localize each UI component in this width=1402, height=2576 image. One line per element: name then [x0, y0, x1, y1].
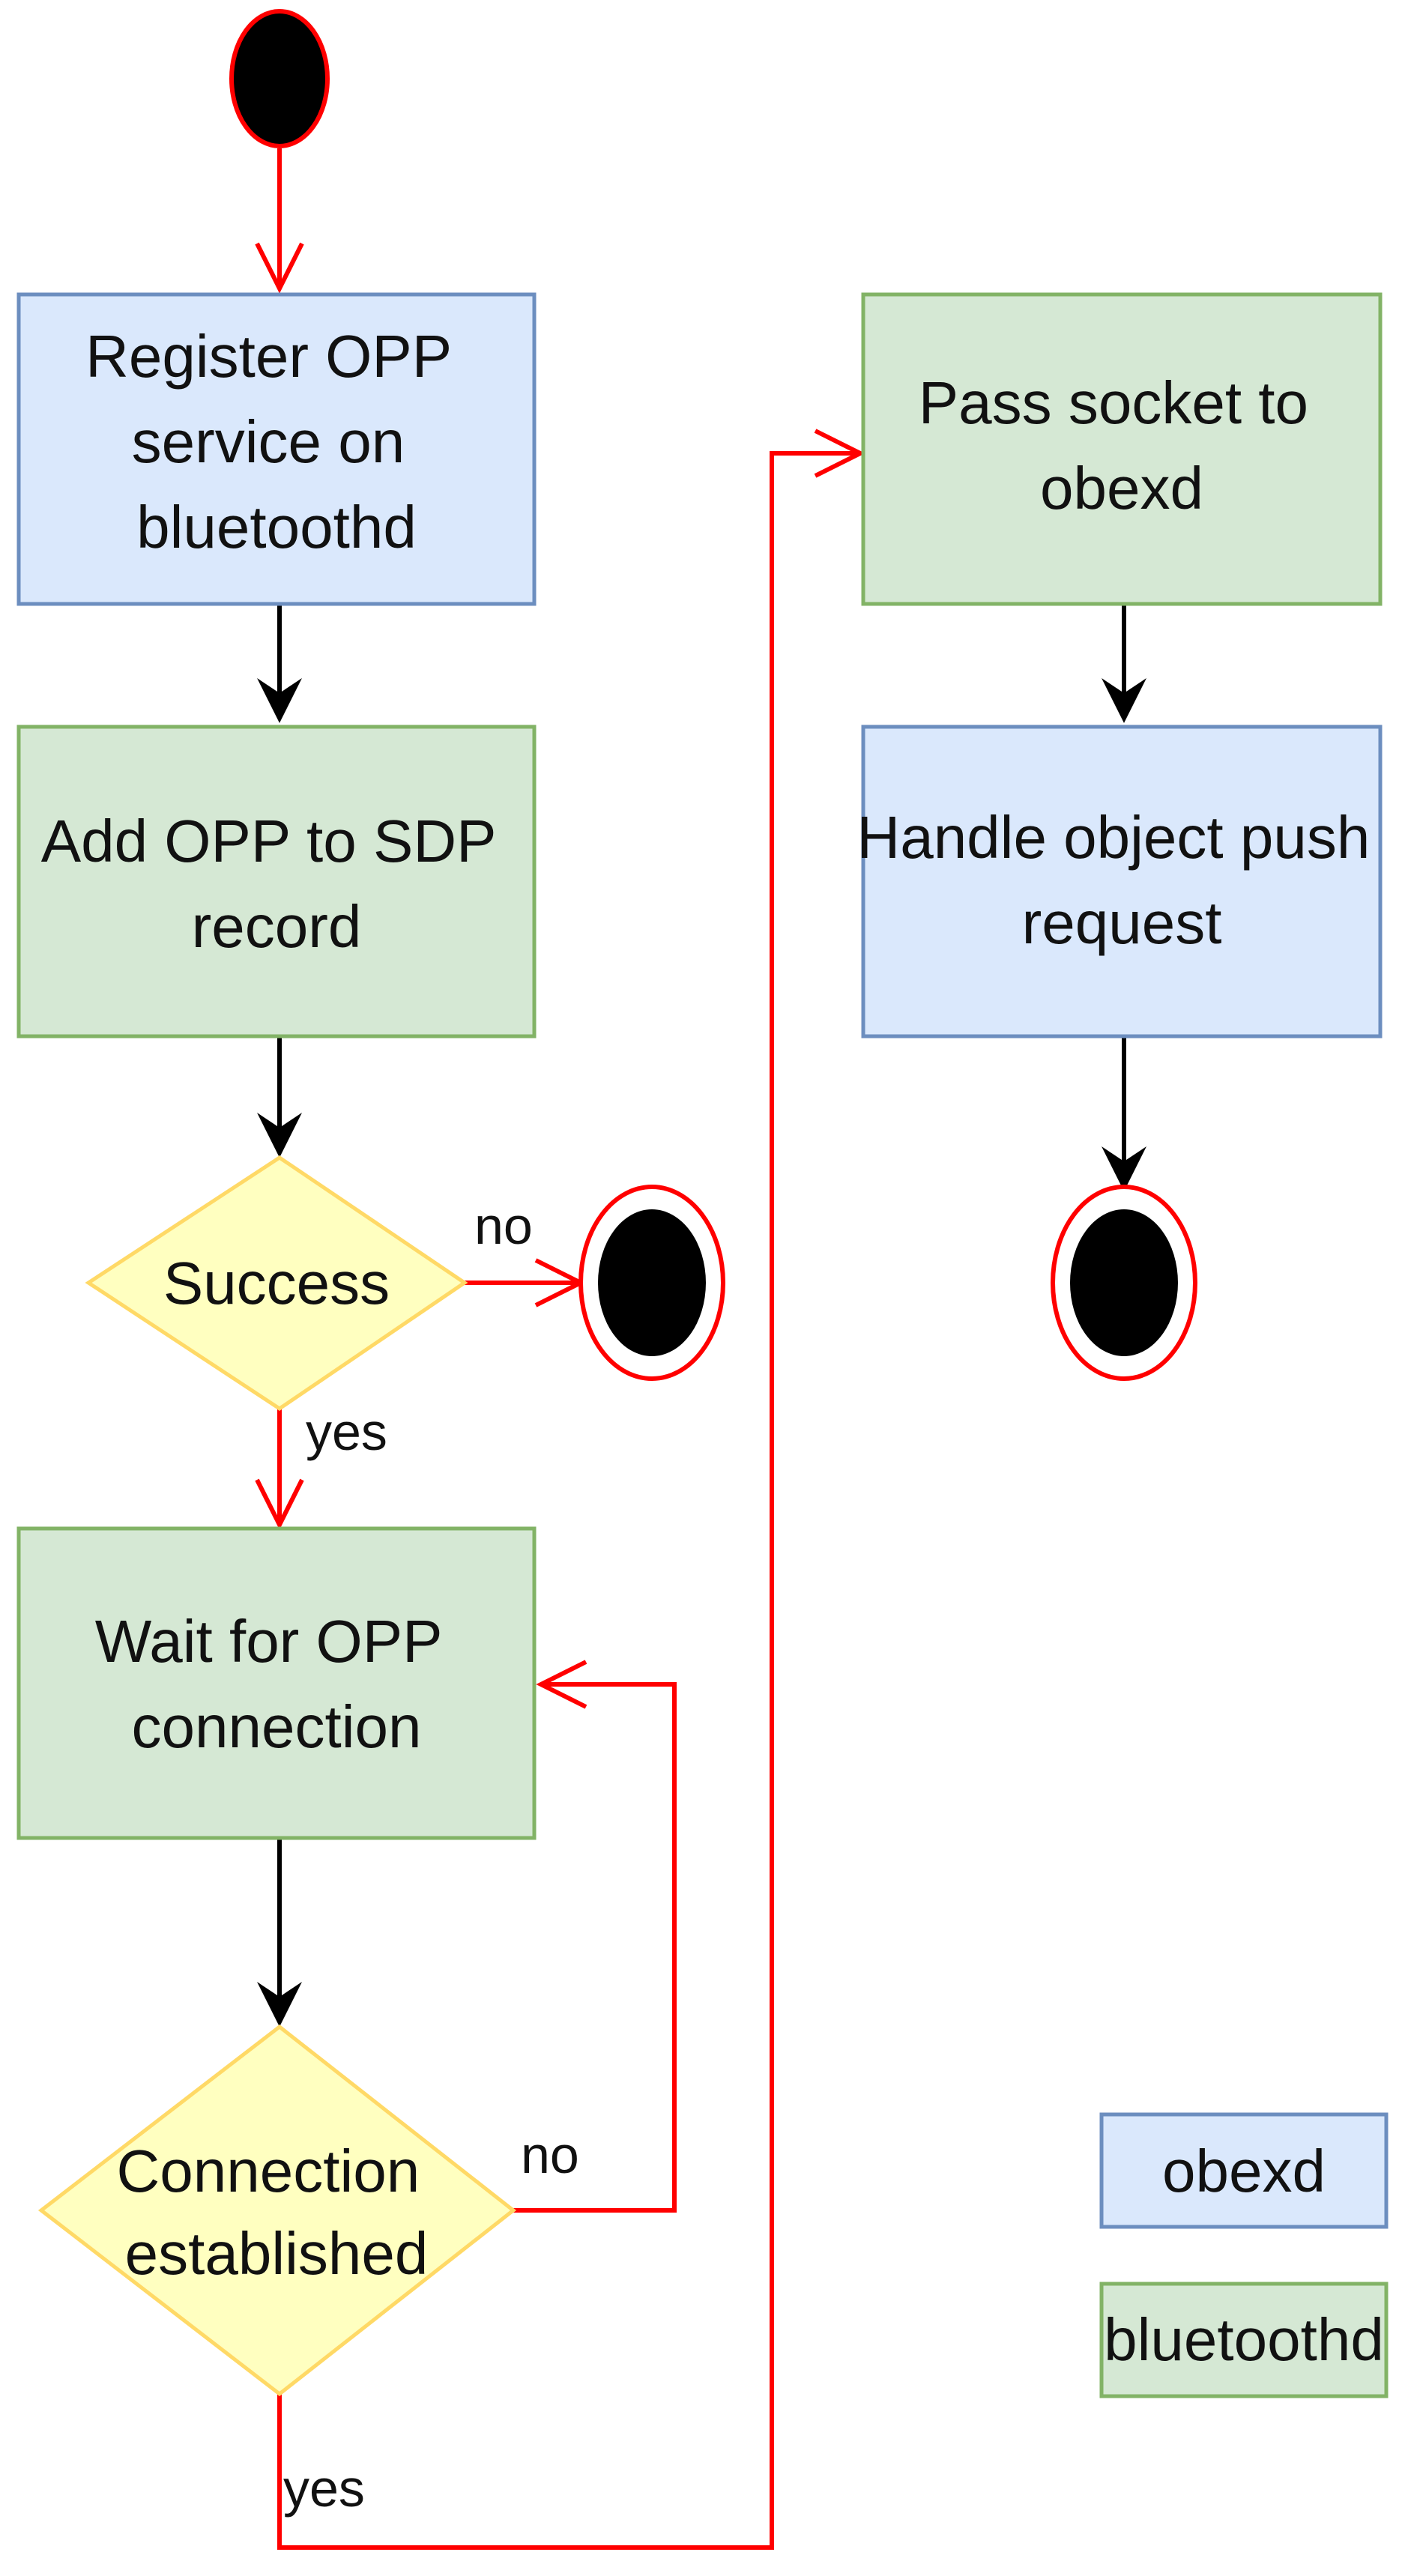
svg-text:Handle object push reque: Handle object push request — [856, 804, 1386, 956]
legend-item-bluetoothd: bluetoothd — [1099, 2282, 1389, 2398]
node-register-opp: Register OPP service on bluetoothd — [16, 292, 537, 606]
edge-register-to-add-sdp — [257, 605, 302, 723]
node-pass-socket-line-2: obexd — [1040, 455, 1203, 521]
edge-wait-to-connection — [257, 1839, 302, 2027]
edge-success-yes — [255, 1409, 304, 1530]
legend-item-obexd: obexd — [1099, 2112, 1389, 2229]
edge-add-sdp-to-success — [257, 1038, 302, 1158]
start-node — [229, 9, 330, 148]
svg-text:Success: Success — [163, 1250, 390, 1316]
edge-handle-to-end — [1102, 1038, 1146, 1191]
edge-label-connection-yes: yes — [283, 2459, 365, 2518]
node-register-opp-line-2: service on — [132, 408, 405, 475]
edge-success-no — [465, 1258, 586, 1307]
edge-pass-to-handle — [1102, 605, 1146, 723]
svg-text:Register OPP service on: Register OPP service on bluetoothd — [85, 323, 468, 560]
node-wait-opp-connection: Wait for OPP connection — [16, 1526, 537, 1840]
node-handle-push-line-1: Handle object push — [856, 804, 1370, 871]
decision-connection-line-2: established — [125, 2220, 429, 2287]
node-pass-socket-line-1: Pass socket to — [919, 369, 1308, 436]
edge-start-to-register — [255, 148, 304, 294]
edge-label-success-no: no — [474, 1197, 533, 1255]
node-handle-push-line-2: request — [1022, 889, 1222, 956]
svg-text:Wait for OPP connection: Wait for OPP connection — [95, 1608, 459, 1760]
decision-success: Success — [85, 1155, 468, 1412]
node-add-opp-sdp-line-1: Add OPP to SDP — [41, 808, 495, 874]
node-handle-push: Handle object push request — [856, 725, 1386, 1038]
edge-label-connection-no: no — [521, 2126, 579, 2184]
decision-success-label: Success — [163, 1250, 390, 1316]
legend-label-bluetoothd: bluetoothd — [1104, 2306, 1384, 2373]
node-wait-opp-connection-line-2: connection — [132, 1693, 422, 1760]
node-pass-socket: Pass socket to obexd — [861, 292, 1383, 606]
edge-label-success-yes: yes — [306, 1403, 387, 1461]
node-register-opp-line-1: Register OPP — [85, 323, 451, 390]
node-add-opp-sdp-line-2: record — [192, 893, 362, 960]
svg-text:Add OPP to SDP record: Add OPP to SDP record — [41, 808, 513, 960]
node-register-opp-line-3: bluetoothd — [136, 494, 417, 560]
edge-connection-yes — [277, 429, 865, 2550]
end-node-final — [1051, 1185, 1197, 1381]
decision-connection: Connection established — [37, 2024, 517, 2397]
legend: obexd bluetoothd — [1099, 2112, 1389, 2398]
node-add-opp-sdp: Add OPP to SDP record — [16, 725, 537, 1038]
legend-label-obexd: obexd — [1162, 2138, 1326, 2204]
svg-text:Pass socket to obexd: Pass socket to obexd — [919, 369, 1325, 521]
node-wait-opp-connection-line-1: Wait for OPP — [95, 1608, 441, 1675]
svg-text:Connection established: Connection established — [117, 2138, 437, 2287]
decision-connection-line-1: Connection — [117, 2138, 420, 2204]
edge-connection-no-loop — [513, 1660, 677, 2213]
end-node-success-failure — [578, 1185, 725, 1381]
